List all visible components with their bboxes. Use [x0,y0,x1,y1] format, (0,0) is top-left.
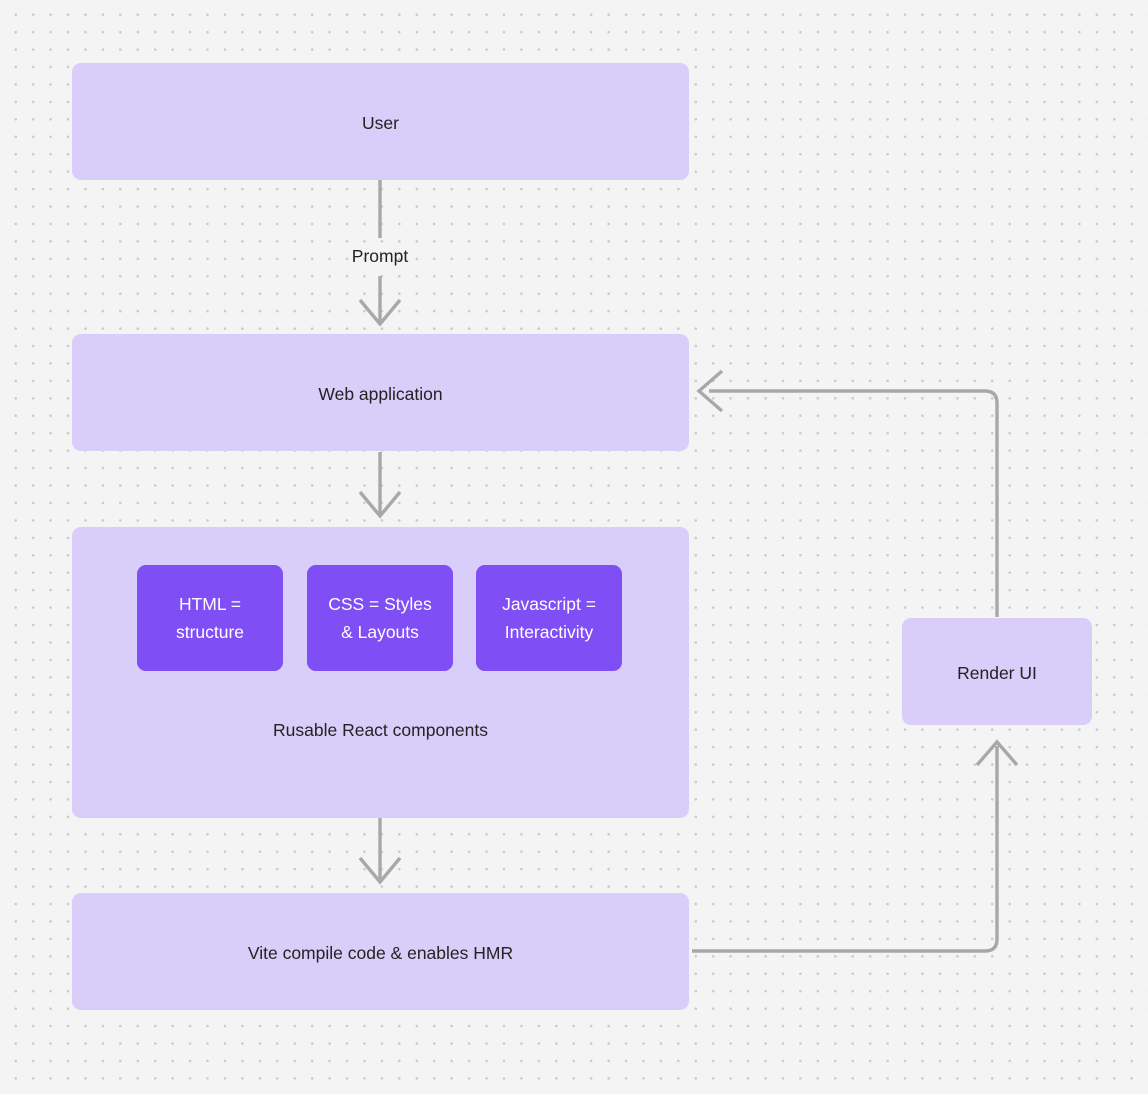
chip-css-label: CSS = Styles & Layouts [328,593,432,642]
arrowhead-prompt-to-web-application [358,298,402,327]
chip-html[interactable]: HTML = structure [137,565,283,671]
node-web-application[interactable]: Web application [72,334,689,451]
node-components-container-label: Rusable React components [273,720,488,740]
node-render-ui-label: Render UI [957,663,1037,683]
node-user[interactable]: User [72,63,689,180]
edge-render-ui-to-web-application [709,389,999,617]
edge-label-prompt: Prompt [351,246,409,266]
edge-vite-to-render-ui [692,746,999,953]
node-user-label: User [362,113,399,133]
arrowhead-web-application-to-components [358,490,402,519]
chip-javascript[interactable]: Javascript = Interactivity [476,565,622,671]
node-vite[interactable]: Vite compile code & enables HMR [72,893,689,1010]
chip-javascript-label: Javascript = Interactivity [502,593,596,642]
chip-html-label: HTML = structure [175,593,245,642]
arrowhead-components-to-vite [358,856,402,885]
arrowhead-vite-to-render-ui [975,739,1019,767]
chip-css[interactable]: CSS = Styles & Layouts [307,565,453,671]
node-web-application-label: Web application [318,384,443,404]
node-render-ui[interactable]: Render UI [902,618,1092,725]
arrowhead-render-ui-to-web-application [696,369,724,413]
node-vite-label: Vite compile code & enables HMR [247,943,514,963]
node-components-container[interactable]: HTML = structure CSS = Styles & Layouts … [72,527,689,818]
